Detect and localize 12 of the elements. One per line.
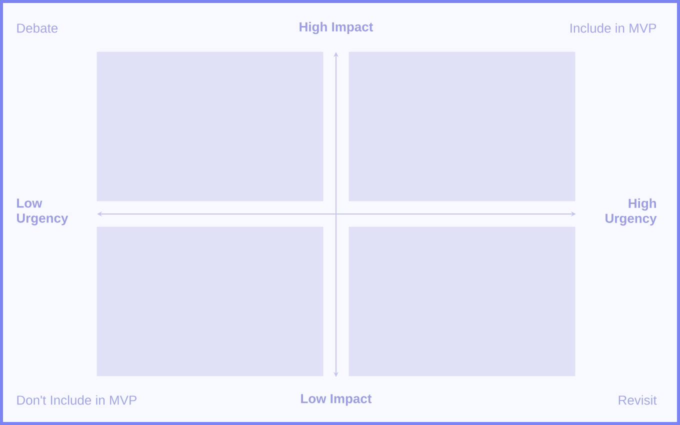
quadrant-box	[348, 52, 576, 202]
quadrant-box	[348, 226, 576, 376]
axis-label: Low Urgency	[17, 198, 68, 226]
quadrant-label: Include in MVP	[570, 23, 656, 33]
quadrant-box	[96, 52, 324, 202]
quadrant-label: Debate	[17, 23, 58, 33]
quadrant-label: Revisit	[618, 395, 657, 405]
quadrant-label: Don't Include in MVP	[17, 395, 136, 405]
axis-label: Low Impact	[301, 394, 372, 406]
quadrant-box	[96, 226, 324, 376]
axis-label: High Urgency	[606, 198, 657, 226]
axis-label: High Impact	[300, 22, 374, 34]
